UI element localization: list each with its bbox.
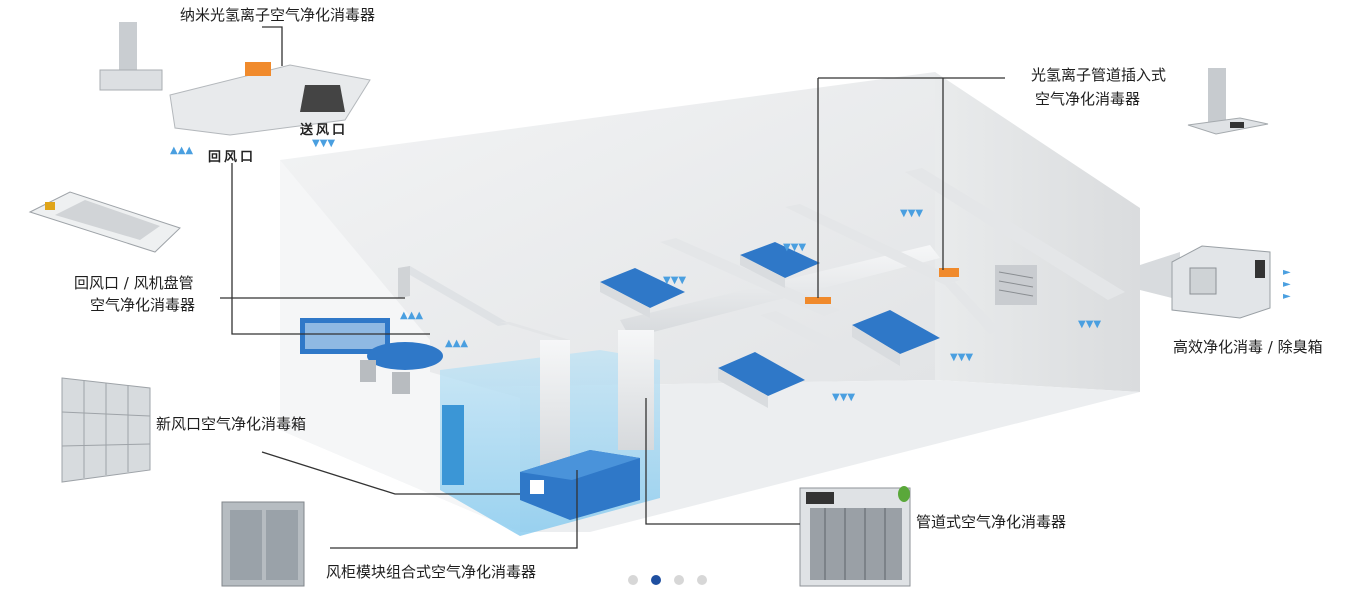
carousel-pager bbox=[628, 575, 707, 585]
svg-text:▼▼▼: ▼▼▼ bbox=[832, 392, 855, 403]
label-photo-hydrogen-duct-line2: 空气净化消毒器 bbox=[1035, 90, 1141, 108]
back-wall bbox=[280, 72, 935, 390]
nurse-station bbox=[300, 318, 443, 394]
carousel-dot-4[interactable] bbox=[697, 575, 707, 585]
label-fresh-air-box: 新风口空气净化消毒箱 bbox=[156, 415, 307, 433]
svg-text:▼▼▼: ▼▼▼ bbox=[1078, 319, 1101, 330]
svg-text:▼▼▼: ▼▼▼ bbox=[783, 242, 806, 253]
bed bbox=[718, 352, 805, 408]
carousel-dot-1[interactable] bbox=[628, 575, 638, 585]
bed bbox=[600, 268, 685, 318]
label-fan-coil-line2: 空气净化消毒器 bbox=[90, 296, 196, 314]
svg-text:▼▼▼: ▼▼▼ bbox=[312, 138, 335, 149]
nano-ion-device-image bbox=[99, 22, 371, 136]
carousel-dot-2[interactable] bbox=[651, 575, 661, 585]
high-efficiency-box-image bbox=[1171, 245, 1271, 319]
glass-door bbox=[442, 405, 464, 485]
wall-vent bbox=[995, 265, 1037, 305]
svg-text:►: ► bbox=[1283, 291, 1291, 302]
duct-network bbox=[398, 168, 1180, 470]
svg-text:▼▼▼: ▼▼▼ bbox=[950, 352, 973, 363]
hospital-beds bbox=[600, 242, 940, 408]
duct-module-2 bbox=[939, 268, 959, 277]
label-high-efficiency-box: 高效净化消毒 / 除臭箱 bbox=[1173, 338, 1323, 356]
leader-lines bbox=[220, 26, 1005, 549]
label-photo-hydrogen-duct-line1: 光氢离子管道插入式 bbox=[1031, 66, 1167, 84]
svg-text:►: ► bbox=[1283, 279, 1291, 290]
svg-text:▼▼▼: ▼▼▼ bbox=[900, 208, 923, 219]
outlet-duct bbox=[1140, 252, 1180, 300]
fresh-air-box-image bbox=[61, 377, 151, 483]
label-supply-outlet: 送风口 bbox=[300, 123, 349, 138]
label-nano-hydrogen-ion-purifier: 纳米光氢离子空气净化消毒器 bbox=[180, 6, 376, 24]
svg-text:▲▲▲: ▲▲▲ bbox=[445, 338, 468, 349]
duct-insert-device-image bbox=[1187, 68, 1269, 135]
svg-text:▼▼▼: ▼▼▼ bbox=[663, 275, 686, 286]
label-ahu-module: 风柜模块组合式空气净化消毒器 bbox=[326, 563, 537, 581]
air-handling-unit-model bbox=[520, 450, 640, 520]
label-fan-coil-line1: 回风口 / 风机盘管 bbox=[74, 274, 194, 292]
svg-text:►: ► bbox=[1283, 267, 1291, 278]
duct-purifier-image bbox=[799, 486, 911, 587]
svg-text:▲▲▲: ▲▲▲ bbox=[400, 310, 423, 321]
airflow-arrows: ▼▼▼ ▼▼▼ ▼▼▼ ▼▼▼ ▼▼▼ ▼▼▼ ▲▲▲ ▲▲▲ ▼▼▼ ▲▲▲ … bbox=[170, 138, 1291, 403]
ahu-module-image bbox=[221, 501, 305, 587]
bed bbox=[740, 242, 820, 288]
svg-text:▲▲▲: ▲▲▲ bbox=[170, 145, 193, 156]
duct-module-1 bbox=[805, 297, 831, 304]
right-wall bbox=[935, 72, 1140, 392]
label-return-outlet: 回风口 bbox=[208, 150, 257, 165]
label-duct-purifier: 管道式空气净化消毒器 bbox=[916, 513, 1067, 531]
bed bbox=[852, 310, 940, 366]
ceiling-cassette-image bbox=[28, 191, 181, 253]
carousel-dot-3[interactable] bbox=[674, 575, 684, 585]
